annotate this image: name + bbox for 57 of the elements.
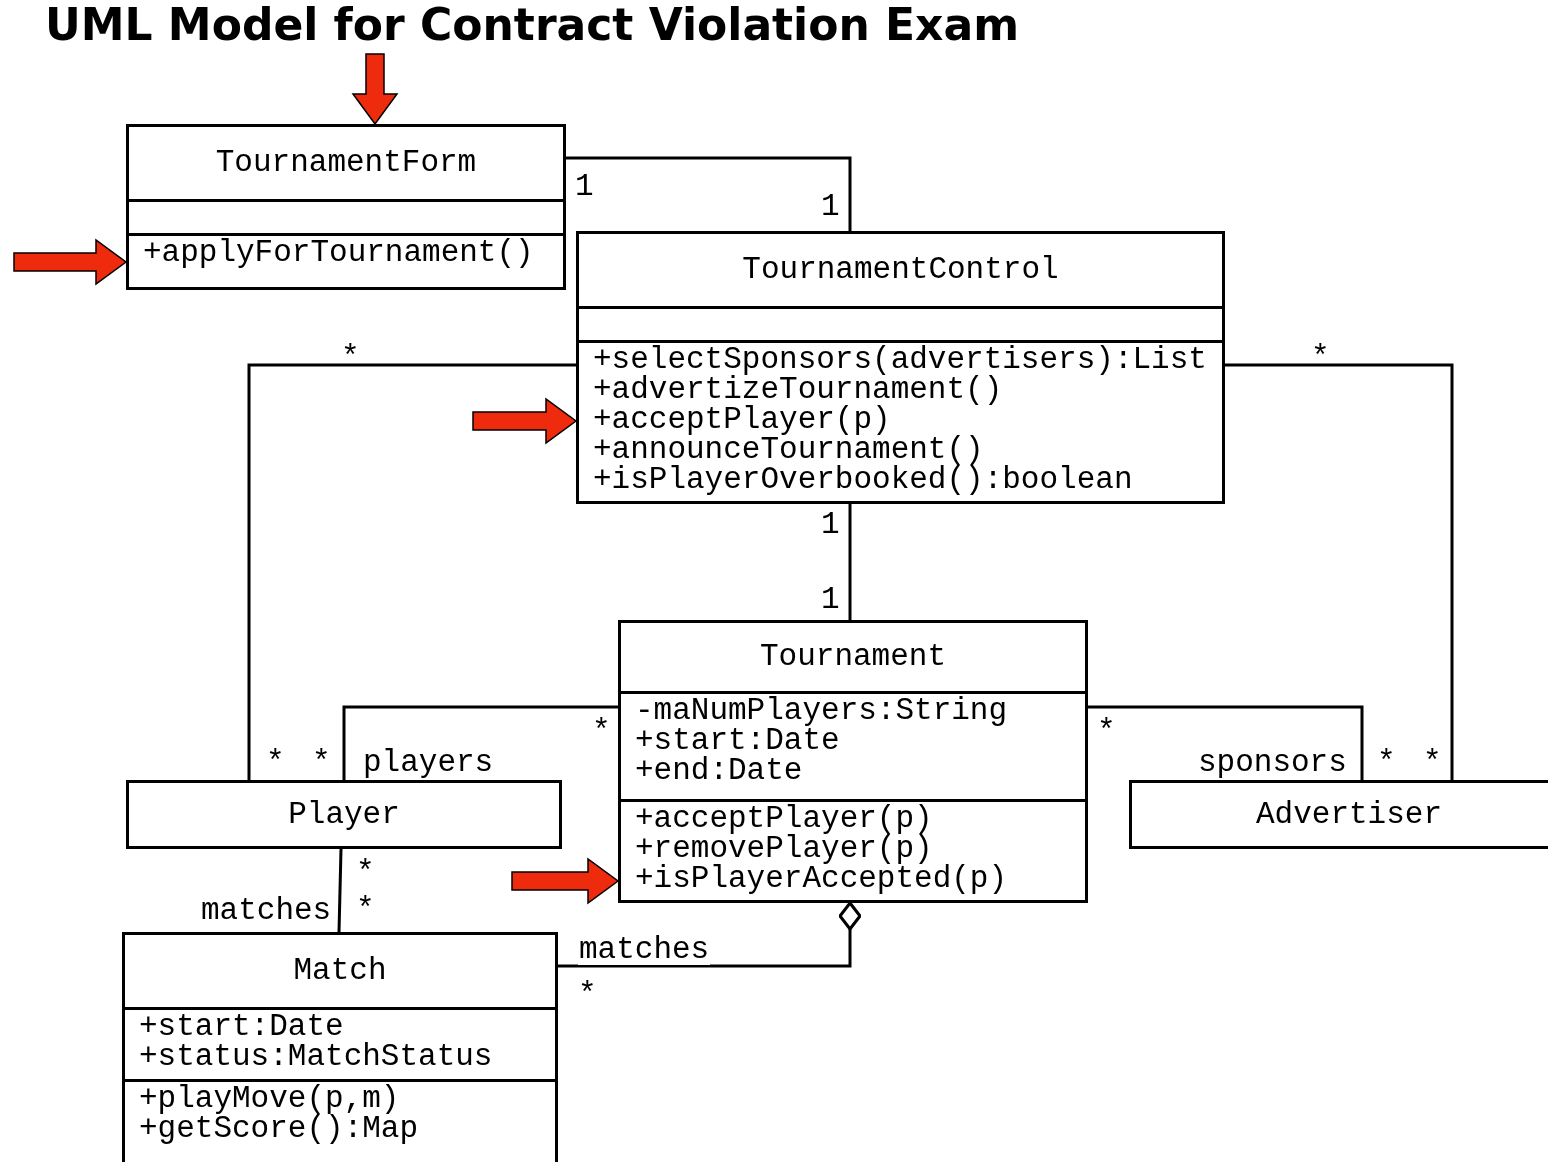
multiplicity-label: * [1377, 748, 1396, 778]
method-text: +isPlayerAccepted(p) [635, 864, 1009, 894]
class-name: Advertiser [1256, 799, 1442, 830]
association-line [1225, 363, 1454, 780]
attribute-text: +start:Date [635, 726, 840, 756]
association-line [247, 363, 576, 780]
method-text: +getScore():Map [139, 1114, 420, 1144]
class-box [126, 124, 566, 290]
association-line [1088, 705, 1364, 780]
role-label: matches [578, 935, 711, 965]
multiplicity-label: * [578, 980, 597, 1010]
multiplicity-label: 1 [821, 585, 840, 615]
attribute-text: +end:Date [635, 756, 804, 786]
block-arrow [472, 397, 578, 445]
attribute-text: +status:MatchStatus [139, 1042, 494, 1072]
class-box [1129, 780, 1548, 849]
method-text: +removePlayer(p) [635, 834, 933, 864]
multiplicity-label: * [266, 748, 285, 778]
method-text: +selectSponsors(advertisers):List [593, 345, 1208, 375]
method-text: +playMove(p,m) [139, 1084, 400, 1114]
class-name: TournamentForm [215, 148, 477, 178]
method-text: +announceTournament() [593, 435, 984, 465]
method-text: +applyForTournament() [143, 238, 535, 268]
class-box [618, 620, 1088, 903]
multiplicity-label: 1 [575, 172, 594, 202]
slide-title: UML Model for Contract Violation Exam [45, 0, 1020, 50]
attribute-text: -maNumPlayers:String [635, 696, 1009, 726]
class-box [122, 932, 558, 1162]
multiplicity-label: 1 [821, 192, 840, 222]
class-name: Player [288, 799, 400, 830]
multiplicity-label: * [341, 343, 360, 373]
multiplicity-label: * [1311, 343, 1330, 373]
method-text: +isPlayerOverbooked():boolean [593, 465, 1134, 495]
class-name: Tournament [760, 642, 946, 672]
multiplicity-label: * [1097, 717, 1116, 747]
attribute-text: +start:Date [139, 1012, 344, 1042]
multiplicity-label: * [592, 717, 611, 747]
block-arrow [351, 53, 399, 126]
class-box [126, 780, 562, 849]
aggregation-line [558, 901, 862, 968]
association-line [337, 848, 343, 933]
multiplicity-label: * [312, 748, 331, 778]
method-text: +advertizeTournament() [593, 375, 1003, 405]
multiplicity-label: * [1423, 748, 1442, 778]
class-name: Match [293, 956, 387, 986]
class-name: TournamentControl [742, 255, 1059, 285]
association-line [566, 156, 852, 231]
multiplicity-label: * [356, 858, 375, 888]
block-arrow [13, 238, 128, 286]
association-line [848, 504, 852, 620]
class-box [576, 231, 1225, 504]
method-text: +acceptPlayer(p) [635, 804, 934, 834]
association-line [342, 705, 618, 780]
method-text: +acceptPlayer(p) [593, 405, 891, 435]
multiplicity-label: 1 [821, 510, 840, 540]
multiplicity-label: * [356, 895, 375, 925]
block-arrow [511, 857, 620, 905]
